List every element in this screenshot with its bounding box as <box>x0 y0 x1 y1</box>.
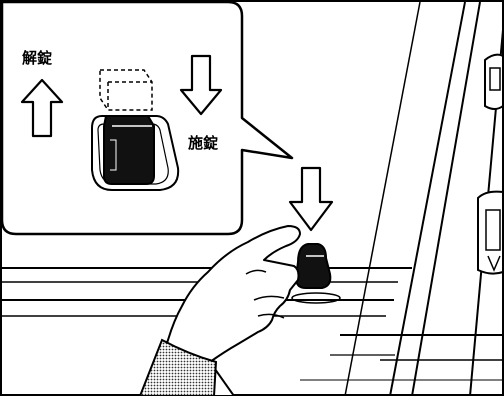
sleeve-cuff <box>138 338 218 396</box>
unlock-label: 解錠 <box>22 49 52 67</box>
press-down-arrow-icon <box>288 166 334 232</box>
lock-label: 施錠 <box>188 134 218 152</box>
door-latch-lower <box>477 190 504 275</box>
unlock-up-arrow-icon <box>20 78 64 138</box>
door-latch-upper <box>484 53 504 110</box>
knob-detail-illustration <box>91 69 180 191</box>
lock-knob[interactable] <box>291 243 341 304</box>
knob-locked <box>103 115 155 185</box>
lock-down-arrow-icon <box>179 54 223 116</box>
knob-unlocked-ghost <box>99 69 153 111</box>
